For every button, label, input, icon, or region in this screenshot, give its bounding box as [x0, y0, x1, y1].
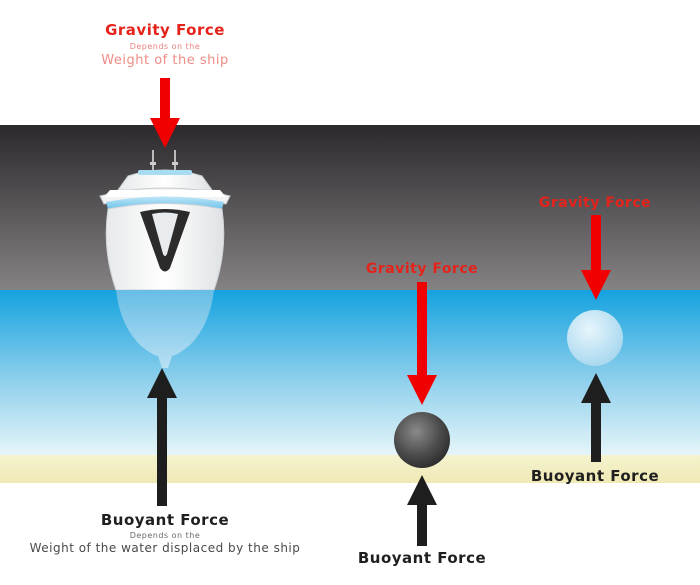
dark-ball [394, 412, 450, 468]
dark-ball-buoyant-arrow [407, 475, 437, 546]
dark-ball-buoyant-label: Buoyant Force [357, 549, 487, 567]
light-ball-gravity-arrow [581, 215, 611, 300]
light-ball-buoyant-arrow [581, 373, 611, 462]
light-ball [567, 310, 623, 366]
dark-ball-gravity-label: Gravity Force [365, 261, 479, 277]
ship-buoyant-depends: Depends on the [129, 531, 201, 540]
light-ball-buoyant-label: Buoyant Force [530, 467, 660, 485]
dark-ball-gravity-arrow [407, 282, 437, 405]
ship-gravity-arrow [150, 78, 180, 148]
light-ball-gravity-label: Gravity Force [538, 195, 652, 211]
ship-buoyant-title: Buoyant Force [100, 511, 230, 529]
sand-band [0, 455, 700, 483]
ship-gravity-depends: Depends on the [129, 42, 201, 51]
cruise-ship [99, 150, 231, 368]
ship-buoyant-arrow [147, 368, 177, 506]
ship-buoyant-detail: Weight of the water displaced by the shi… [29, 541, 301, 555]
ship-gravity-detail: Weight of the ship [101, 53, 229, 68]
ship-gravity-title: Gravity Force [105, 21, 225, 39]
